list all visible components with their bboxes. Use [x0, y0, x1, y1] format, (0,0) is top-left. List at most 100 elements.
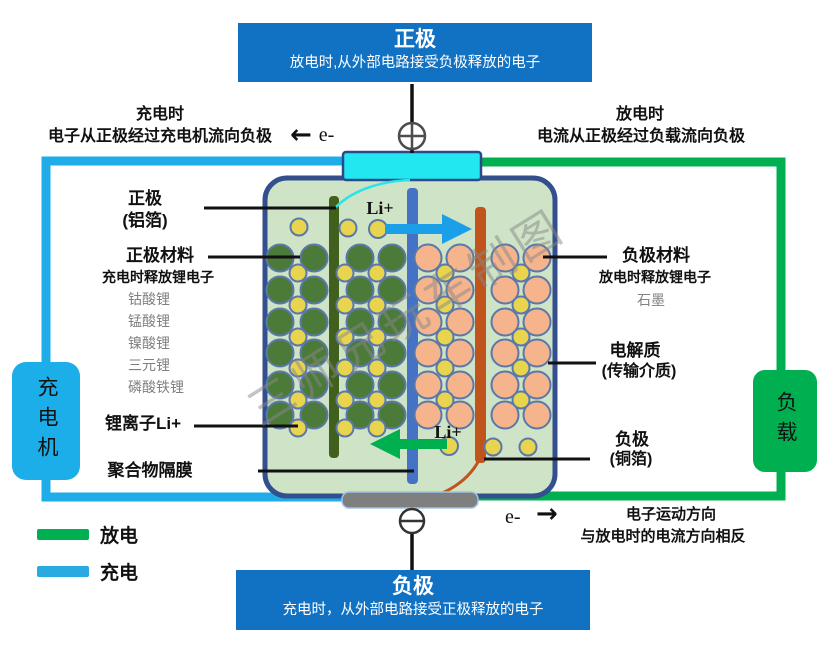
cathode-material-item: 钴酸锂	[128, 291, 170, 307]
green-particle	[299, 338, 329, 368]
green-particle	[299, 275, 329, 305]
left-arrow-icon: ←	[290, 120, 312, 150]
green-particle	[345, 338, 375, 368]
salmon-particle	[522, 275, 552, 305]
green-particle	[265, 275, 295, 305]
yellow_left-particle	[335, 327, 355, 347]
green-particle	[345, 370, 375, 400]
salmon-particle	[445, 338, 475, 368]
bottom-collector-bar	[341, 491, 479, 509]
negative-box-title: 负极	[392, 575, 434, 598]
salmon-particle	[413, 400, 443, 430]
charger-box: 充电机	[12, 362, 80, 480]
salmon-particle	[490, 307, 520, 337]
yellow_left-particle	[288, 295, 308, 315]
negative-electrode-box: 负极 充电时，从外部电路接受正极释放的电子	[236, 570, 590, 630]
load-label: 负载	[774, 391, 797, 451]
discharge-note-line2: 电流从正极经过负载流向负极	[536, 128, 746, 145]
top-collector-bar	[341, 150, 483, 182]
discharge-note-line1: 放电时	[615, 106, 665, 123]
cathode-label-line2: (铝箔)	[122, 211, 168, 230]
yellow_left-particle	[367, 358, 387, 378]
li-plus-label-bottom: Li+	[434, 422, 462, 442]
charge-wire-top	[41, 156, 345, 368]
legend-label-discharge: 放电	[100, 526, 139, 547]
yellow_right-particle	[511, 358, 531, 378]
yellow_left-particle	[335, 358, 355, 378]
green-particle	[299, 400, 329, 430]
graphite-label: 石墨	[637, 292, 665, 308]
li-ion-label: 锂离子Li+	[104, 414, 182, 433]
yellow_left-particle	[367, 263, 387, 283]
salmon-particle	[522, 307, 552, 337]
charger-label: 充电机	[35, 376, 58, 466]
yellow_left-particle	[335, 418, 355, 438]
li-plus-label-top: Li+	[366, 198, 394, 218]
anode-material-title: 负极材料	[622, 246, 690, 265]
green-particle	[299, 370, 329, 400]
discharge-wire-bottom	[477, 466, 786, 501]
anode-label-line1: 负极	[615, 430, 649, 449]
yellow_left-particle	[335, 295, 355, 315]
salmon-particle	[522, 338, 552, 368]
separator-label: 聚合物隔膜	[107, 461, 193, 480]
cathode-material-subtitle: 充电时释放锂电子	[102, 269, 214, 285]
charge-note-line2: 电子从正极经过充电机流向负极	[47, 128, 273, 145]
negative-terminal-icon	[398, 507, 426, 535]
yellow_left-particle	[288, 358, 308, 378]
electrode-particles	[265, 217, 552, 457]
ion_top-particle	[368, 219, 388, 239]
yellow_right-particle	[435, 390, 455, 410]
yellow_right-particle	[511, 390, 531, 410]
salmon-particle	[445, 275, 475, 305]
yellow_right-particle	[483, 437, 503, 457]
yellow_left-particle	[288, 418, 308, 438]
green-particle	[345, 307, 375, 337]
green-particle	[265, 338, 295, 368]
green-particle	[377, 275, 407, 305]
salmon-particle	[445, 307, 475, 337]
yellow_left-particle	[367, 295, 387, 315]
yellow_right-particle	[511, 327, 531, 347]
negative-box-subtitle: 充电时，从外部电路接受正极释放的电子	[282, 602, 544, 618]
anode-material-subtitle: 放电时释放锂电子	[599, 269, 711, 285]
positive-terminal-icon	[397, 121, 427, 151]
copper-foil-bar	[475, 207, 486, 463]
salmon-particle	[413, 338, 443, 368]
yellow_left-particle	[288, 390, 308, 410]
salmon-particle	[522, 370, 552, 400]
discharge-wire-top	[479, 157, 786, 374]
yellow_right-particle	[435, 327, 455, 347]
salmon-particle	[413, 307, 443, 337]
yellow_left-particle	[288, 263, 308, 283]
charge-note-line1: 充电时	[135, 106, 185, 123]
electron-label-bottom: e-	[505, 506, 521, 528]
green-particle	[377, 243, 407, 273]
yellow_right-particle	[511, 263, 531, 283]
green-particle	[345, 275, 375, 305]
legend-swatch-charge	[37, 566, 89, 577]
green-particle	[345, 400, 375, 430]
electrolyte-label-line2: (传输介质)	[601, 363, 677, 380]
yellow_left-particle	[367, 418, 387, 438]
salmon-particle	[413, 370, 443, 400]
positive-electrode-box: 正极 放电时,从外部电路接受负极释放的电子	[238, 23, 592, 82]
green-particle	[265, 307, 295, 337]
green-particle	[265, 370, 295, 400]
legend-label-charge: 充电	[100, 563, 139, 584]
green-particle	[299, 307, 329, 337]
green-particle	[377, 400, 407, 430]
green-particle	[377, 370, 407, 400]
electron-note-line1: 电子运动方向	[625, 506, 717, 523]
cathode-material-item: 三元锂	[128, 357, 170, 373]
salmon-particle	[490, 400, 520, 430]
salmon-particle	[445, 400, 475, 430]
salmon-particle	[413, 243, 443, 273]
cathode-material-item: 磷酸铁锂	[128, 379, 184, 395]
charge-li-arrow-icon	[385, 214, 472, 244]
yellow_right-particle	[511, 295, 531, 315]
charge-electron-note: ← e-	[290, 122, 334, 148]
yellow_left-particle	[289, 217, 309, 237]
green-particle	[299, 243, 329, 273]
